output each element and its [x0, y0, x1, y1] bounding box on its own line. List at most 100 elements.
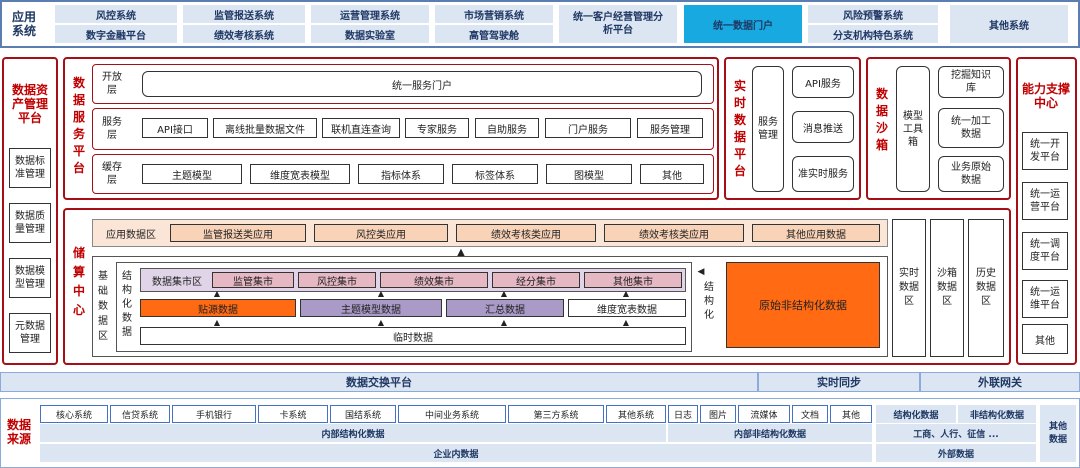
cap-other[interactable]: 其他 — [1022, 324, 1068, 354]
up-arrow-7: ▲ — [500, 317, 508, 327]
sandbox-unified-processed[interactable]: 统一加工数据 — [938, 108, 1004, 148]
src-credit[interactable]: 信贷系统 — [110, 405, 170, 423]
internal-structured-label: 内部结构化数据 — [40, 424, 666, 442]
src-other-unstructured[interactable]: 其他 — [830, 405, 872, 423]
other-data: 其他数据 — [1040, 405, 1076, 462]
capability-center-title: 能力支撑中心 — [1022, 82, 1071, 110]
external-unstructured-head: 非结构化数据 — [958, 405, 1036, 423]
svc-self[interactable]: 自助服务 — [475, 118, 539, 138]
mart-other[interactable]: 其他集市 — [584, 272, 682, 288]
rt-service-mgmt[interactable]: 服务管理 — [752, 66, 784, 192]
app-zone-performance-1[interactable]: 绩效考核类应用 — [456, 224, 596, 242]
app-branch-special[interactable]: 分支机构特色系统 — [808, 25, 938, 43]
src-document[interactable]: 文档 — [792, 405, 828, 423]
sandbox — [866, 57, 1011, 200]
realtime-platform-title: 实时数据平台 — [733, 79, 746, 178]
app-data-lab[interactable]: 数据实验室 — [311, 25, 429, 43]
cache-tags[interactable]: 标签体系 — [452, 164, 538, 184]
cap-scheduling-platform[interactable]: 统一调度平台 — [1022, 232, 1068, 270]
up-arrow-1: ▲ — [213, 289, 221, 298]
cap-dev-platform[interactable]: 统一开发平台 — [1022, 132, 1068, 170]
rt-message-push[interactable]: 消息推送 — [792, 111, 854, 143]
external-gateway[interactable]: 外联网关 — [920, 372, 1080, 392]
rt-api-service[interactable]: API服务 — [792, 66, 854, 98]
mart-risk[interactable]: 风控集市 — [298, 272, 376, 288]
svc-online-query[interactable]: 联机直连查询 — [322, 118, 400, 138]
asset-metadata[interactable]: 元数据管理 — [9, 313, 51, 353]
structured-area — [116, 262, 692, 352]
storage-center-title: 储算中心 — [72, 246, 85, 317]
app-other[interactable]: 其他系统 — [950, 5, 1068, 43]
sandbox-data-zone[interactable]: 沙箱数据区 — [930, 219, 964, 357]
app-data-zone-label: 应用数据区 — [106, 229, 156, 241]
row2-wide-table-data[interactable]: 维度宽表数据 — [568, 299, 686, 317]
sandbox-model-toolbox[interactable]: 模型工具箱 — [896, 66, 930, 192]
external-structured-head: 结构化数据 — [876, 405, 956, 423]
src-other-systems[interactable]: 其他系统 — [606, 405, 666, 423]
cache-indicators[interactable]: 指标体系 — [358, 164, 444, 184]
row2-subject-model-data[interactable]: 主题模型数据 — [300, 299, 442, 317]
app-data-portal[interactable]: 统一数据门户 — [684, 5, 802, 43]
src-mobile-bank[interactable]: 手机银行 — [172, 405, 256, 423]
app-operations[interactable]: 运营管理系统 — [311, 5, 429, 23]
svc-management[interactable]: 服务管理 — [637, 118, 703, 138]
src-log[interactable]: 日志 — [668, 405, 698, 423]
data-exchange-platform[interactable]: 数据交换平台 — [0, 372, 758, 392]
svc-expert[interactable]: 专家服务 — [405, 118, 469, 138]
src-card[interactable]: 卡系统 — [258, 405, 328, 423]
app-performance[interactable]: 绩效考核系统 — [183, 25, 305, 43]
asset-platform-title: 数据资产管理平台 — [11, 83, 48, 125]
src-image[interactable]: 图片 — [700, 405, 736, 423]
src-streaming[interactable]: 流媒体 — [738, 405, 790, 423]
svc-offline-batch[interactable]: 离线批量数据文件 — [213, 118, 317, 138]
history-data-zone[interactable]: 历史数据区 — [968, 219, 1004, 357]
app-fengkong[interactable]: 风控系统 — [55, 5, 177, 23]
app-marketing[interactable]: 市场营销系统 — [435, 5, 553, 23]
temp-data[interactable]: 临时数据 — [140, 327, 686, 345]
open-layer-label: 开放层 — [102, 72, 122, 96]
cache-wide-table[interactable]: 维度宽表模型 — [250, 164, 350, 184]
app-zone-risk[interactable]: 风控类应用 — [314, 224, 448, 242]
up-arrow-app: ▲ — [457, 246, 465, 258]
up-arrow-8: ▲ — [622, 317, 630, 327]
raw-unstructured-data[interactable]: 原始非结构化数据 — [726, 262, 880, 348]
sandbox-raw-business[interactable]: 业务原始数据 — [938, 156, 1004, 192]
mart-regulatory[interactable]: 监管集市 — [212, 272, 294, 288]
asset-data-standard[interactable]: 数据标准管理 — [9, 148, 51, 188]
cache-graph[interactable]: 图模型 — [546, 164, 632, 184]
realtime-platform — [724, 57, 861, 200]
row2-source-data[interactable]: 贴源数据 — [140, 299, 296, 317]
unified-service-portal[interactable]: 统一服务门户 — [142, 71, 702, 97]
svc-portal[interactable]: 门户服务 — [545, 118, 631, 138]
app-exec-cockpit[interactable]: 高管驾驶舱 — [435, 25, 553, 43]
external-data-label: 外部数据 — [876, 444, 1036, 462]
cache-subject-model[interactable]: 主题模型 — [142, 164, 242, 184]
sandbox-mining-kb[interactable]: 挖掘知识库 — [938, 66, 1004, 98]
app-customer-analytics[interactable]: 统一客户经营管理分析平台 — [559, 5, 677, 43]
structured-data-label: 结构化数据 — [122, 271, 132, 338]
asset-data-model[interactable]: 数据模型管理 — [9, 258, 51, 298]
app-digital-finance[interactable]: 数字金融平台 — [55, 25, 177, 43]
app-zone-regulatory[interactable]: 监管报送类应用 — [170, 224, 306, 242]
app-zone-performance-2[interactable]: 绩效考核类应用 — [604, 224, 744, 242]
svc-api[interactable]: API接口 — [142, 118, 208, 138]
src-intermediate[interactable]: 中间业务系统 — [398, 405, 506, 423]
app-risk-warning[interactable]: 风险预警系统 — [808, 5, 938, 23]
asset-data-quality[interactable]: 数据质量管理 — [9, 203, 51, 243]
mart-performance[interactable]: 绩效集市 — [380, 272, 488, 288]
row2-summary-data[interactable]: 汇总数据 — [446, 299, 564, 317]
up-arrow-4: ▲ — [622, 289, 630, 298]
app-regulatory[interactable]: 监管报送系统 — [183, 5, 305, 23]
realtime-data-zone[interactable]: 实时数据区 — [892, 219, 926, 357]
cap-ops-platform[interactable]: 统一运营平台 — [1022, 182, 1068, 220]
mart-analysis[interactable]: 经分集市 — [492, 272, 580, 288]
realtime-sync[interactable]: 实时同步 — [758, 372, 920, 392]
src-intl-settlement[interactable]: 国结系统 — [330, 405, 396, 423]
src-core[interactable]: 核心系统 — [40, 405, 108, 423]
cache-layer-label: 缓存层 — [102, 162, 122, 186]
cap-maintenance-platform[interactable]: 统一运维平台 — [1022, 280, 1068, 318]
app-zone-other[interactable]: 其他应用数据 — [752, 224, 880, 242]
cache-other[interactable]: 其他 — [640, 164, 704, 184]
rt-near-realtime[interactable]: 准实时服务 — [792, 156, 854, 192]
src-third-party[interactable]: 第三方系统 — [508, 405, 604, 423]
